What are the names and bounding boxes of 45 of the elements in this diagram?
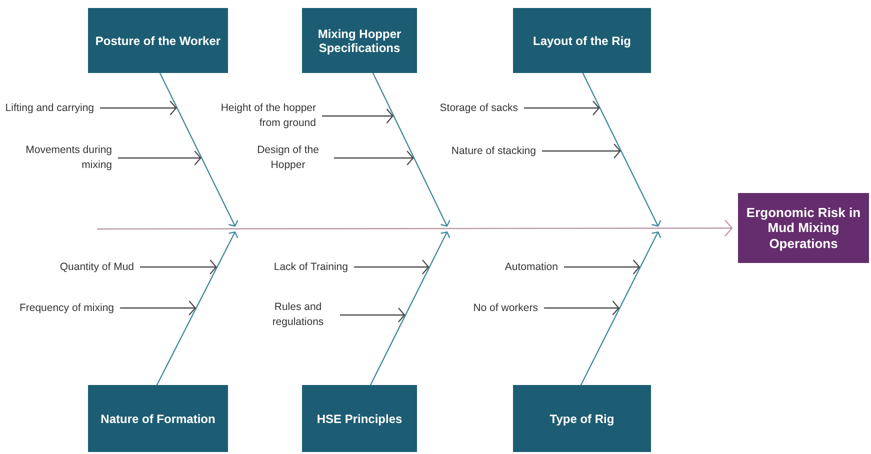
category-bone-arrow: [580, 231, 662, 386]
category-box: [302, 385, 417, 452]
category-bone-arrow: [156, 231, 238, 386]
box-title: Layout of the Rig: [533, 34, 631, 48]
category-box: [513, 8, 651, 73]
category-box: [88, 8, 228, 73]
cause-label: Nature of stacking: [436, 143, 536, 159]
cause-label: Storage of sacks: [428, 100, 518, 116]
cause-label: Lack of Training: [260, 259, 348, 275]
cause-arrow: [544, 300, 620, 316]
category-box: [513, 385, 651, 452]
category-bone-arrow: [582, 72, 662, 227]
cause-arrow: [118, 150, 202, 166]
cause-label: Movements during mixing: [18, 143, 112, 173]
cause-arrow: [524, 100, 600, 116]
cause-arrow: [100, 100, 177, 116]
cause-label: Automation: [490, 259, 558, 275]
cause-label: Height of the hopper from ground: [219, 100, 316, 132]
category-bone-arrow: [159, 72, 238, 227]
category-box: [302, 8, 417, 73]
box-title: Ergonomic Risk in Mud Mixing Operations: [745, 204, 862, 252]
cause-arrow: [322, 108, 394, 124]
cause-label: Frequency of mixing: [2, 300, 114, 316]
cause-label: Design of the Hopper: [248, 143, 328, 173]
cause-label: No of workers: [456, 300, 538, 316]
spine-arrow: [97, 220, 733, 237]
cause-arrow: [140, 259, 217, 275]
category-bone-arrow: [370, 231, 450, 386]
cause-arrow: [564, 259, 640, 275]
box-title: Posture of the Worker: [95, 34, 221, 48]
cause-label: Rules and regulations: [262, 300, 334, 330]
category-bone-arrow: [372, 72, 450, 227]
cause-label: Quantity of Mud: [46, 259, 134, 275]
effect-box: [738, 193, 869, 263]
cause-arrow: [542, 143, 621, 159]
box-title: HSE Principles: [316, 412, 402, 426]
box-title: Type of Rig: [550, 412, 614, 426]
cause-arrow: [334, 150, 414, 166]
cause-label: Lifting and carrying: [0, 100, 94, 116]
cause-arrow: [120, 300, 196, 316]
cause-arrow: [354, 259, 430, 275]
category-box: [88, 385, 228, 452]
box-title: Nature of Formation: [100, 412, 216, 426]
box-title: Mixing Hopper Specifications: [316, 26, 402, 54]
cause-arrow: [340, 307, 406, 323]
